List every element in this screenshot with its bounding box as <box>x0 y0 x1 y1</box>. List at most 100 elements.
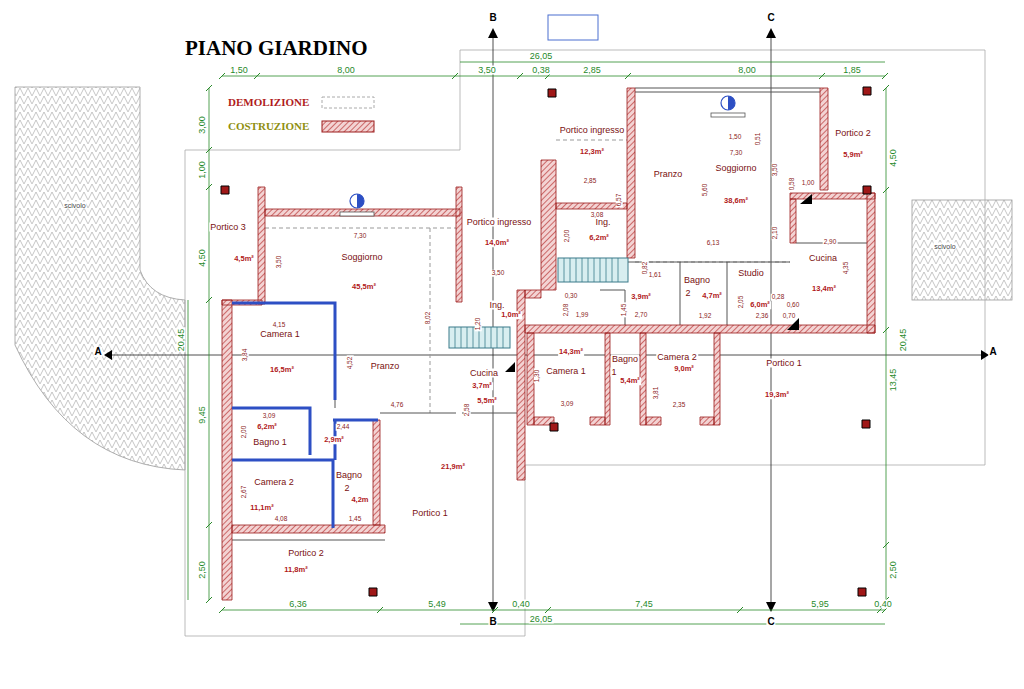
room-dimension: 3,08 <box>590 212 605 219</box>
room-dimension: 0,82 <box>642 261 649 276</box>
dimension: 6,36 <box>288 600 308 609</box>
room-dimension: 2,00 <box>241 425 248 440</box>
room-dimension: 2,36 <box>755 313 770 320</box>
section-mark: B <box>488 13 497 23</box>
room-area: 21,9m² <box>440 463 466 471</box>
room-name: Cucina <box>469 369 499 378</box>
room-area: 3,7m² <box>471 382 493 390</box>
dimension: 1,50 <box>229 66 249 75</box>
room-area: 5,9m² <box>842 151 864 159</box>
thin-walls <box>222 88 867 548</box>
room-dimension: 2,00 <box>564 229 571 244</box>
room-dimension: 1,45 <box>621 303 628 318</box>
section-mark: A <box>93 347 102 357</box>
room-name: Camera 2 <box>656 353 698 362</box>
existing-walls <box>232 303 378 528</box>
room-name: Portico 1 <box>765 359 803 368</box>
ramp-label: scivolo <box>933 243 956 250</box>
room-area: 5,4m² <box>619 377 641 385</box>
room-dimension: 4,08 <box>274 516 289 523</box>
room-dimension: 1,00 <box>801 180 816 187</box>
room-dimension: 5,60 <box>702 183 709 198</box>
room-dimension: 3,09 <box>262 413 277 420</box>
staircase <box>558 258 628 282</box>
kitchen-symbols <box>505 194 812 372</box>
dimension-ticks <box>206 73 889 613</box>
room-name: Portico 2 <box>834 129 872 138</box>
room-dimension: 1,20 <box>475 317 482 332</box>
ramp <box>15 87 185 470</box>
plan-title: PIANO GIARDINO <box>185 38 368 59</box>
room-name: Portico 1 <box>411 509 449 518</box>
room-dimension: 4,52 <box>347 356 354 371</box>
dimension: 3,50 <box>477 66 497 75</box>
room-area: 4,5m² <box>233 255 255 263</box>
room-name: Studio <box>737 269 765 278</box>
room-dimension: 1,50 <box>728 134 743 141</box>
room-dimension: 7,30 <box>729 150 744 157</box>
room-area: 4,7m² <box>701 292 723 300</box>
room-name: Portico 2 <box>287 549 325 558</box>
section-mark: B <box>488 617 497 627</box>
room-area: 16,5m² <box>269 366 295 374</box>
room-dimension: 4,35 <box>843 261 850 276</box>
room-name: Bagno <box>611 355 639 364</box>
dimension: 8,00 <box>737 66 757 75</box>
section-mark: A <box>988 347 997 357</box>
dimension: 20,45 <box>899 328 908 353</box>
hearth <box>340 212 374 216</box>
room-dimension: 4,15 <box>272 322 287 329</box>
room-area: 11,1m² <box>249 504 274 512</box>
room-area: 4,2m <box>350 496 369 504</box>
room-area: 2,9m² <box>323 436 345 444</box>
dimension: 20,45 <box>177 328 186 353</box>
room-area: 13,4m² <box>811 285 837 293</box>
room-dimension: 0,60 <box>786 302 801 309</box>
dimension: 2,85 <box>582 66 602 75</box>
room-name: Pranzo <box>653 170 684 179</box>
room-dimension: 1,61 <box>648 272 663 279</box>
new-walls <box>222 88 875 600</box>
dimension: 4,50 <box>198 248 207 268</box>
room-dimension: 0,30 <box>564 293 579 300</box>
room-dimension: 2,70 <box>634 312 649 319</box>
dimension: 26,05 <box>529 615 554 624</box>
dimension: 1,85 <box>842 66 862 75</box>
room-dimension: 2,08 <box>563 303 570 318</box>
dimension: 0,40 <box>873 600 893 609</box>
dimension: 4,50 <box>889 148 898 168</box>
fireplace-symbol <box>721 96 735 110</box>
room-name: Camera 1 <box>259 330 301 339</box>
room-dimension: 4,76 <box>390 402 405 409</box>
room-name: 2 <box>684 289 691 298</box>
dimension: 8,00 <box>336 66 356 75</box>
section-lines <box>108 30 985 610</box>
room-name: Portico ingresso <box>559 126 626 135</box>
hearth <box>711 113 745 117</box>
dimension: 2,50 <box>889 560 898 580</box>
room-dimension: 1,99 <box>575 312 590 319</box>
room-name: 1 <box>610 368 617 377</box>
dimension: 5,95 <box>810 600 830 609</box>
room-area: 14,0m² <box>484 239 510 247</box>
room-dimension: 0,58 <box>789 177 796 192</box>
room-dimension: 2,05 <box>738 295 745 310</box>
room-name: Soggiorno <box>714 164 757 173</box>
room-dimension: 2,58 <box>464 403 471 418</box>
columns <box>221 87 871 596</box>
room-area: 3,9m² <box>630 293 652 301</box>
ramp <box>912 200 1012 300</box>
stair-steps <box>564 258 618 282</box>
dimension: 2,50 <box>198 560 207 580</box>
fireplace-symbol <box>350 194 364 208</box>
room-area: 38,6m² <box>723 197 749 205</box>
room-name: Portico 3 <box>209 223 247 232</box>
room-area: 12,3m² <box>579 148 605 156</box>
dimension: 26,05 <box>529 52 554 61</box>
dimension: 1,00 <box>198 160 207 180</box>
dimension: 0,40 <box>511 600 531 609</box>
room-dimension: 3,84 <box>242 348 249 363</box>
room-area: 1,0m² <box>500 311 522 319</box>
section-mark: C <box>766 13 775 23</box>
